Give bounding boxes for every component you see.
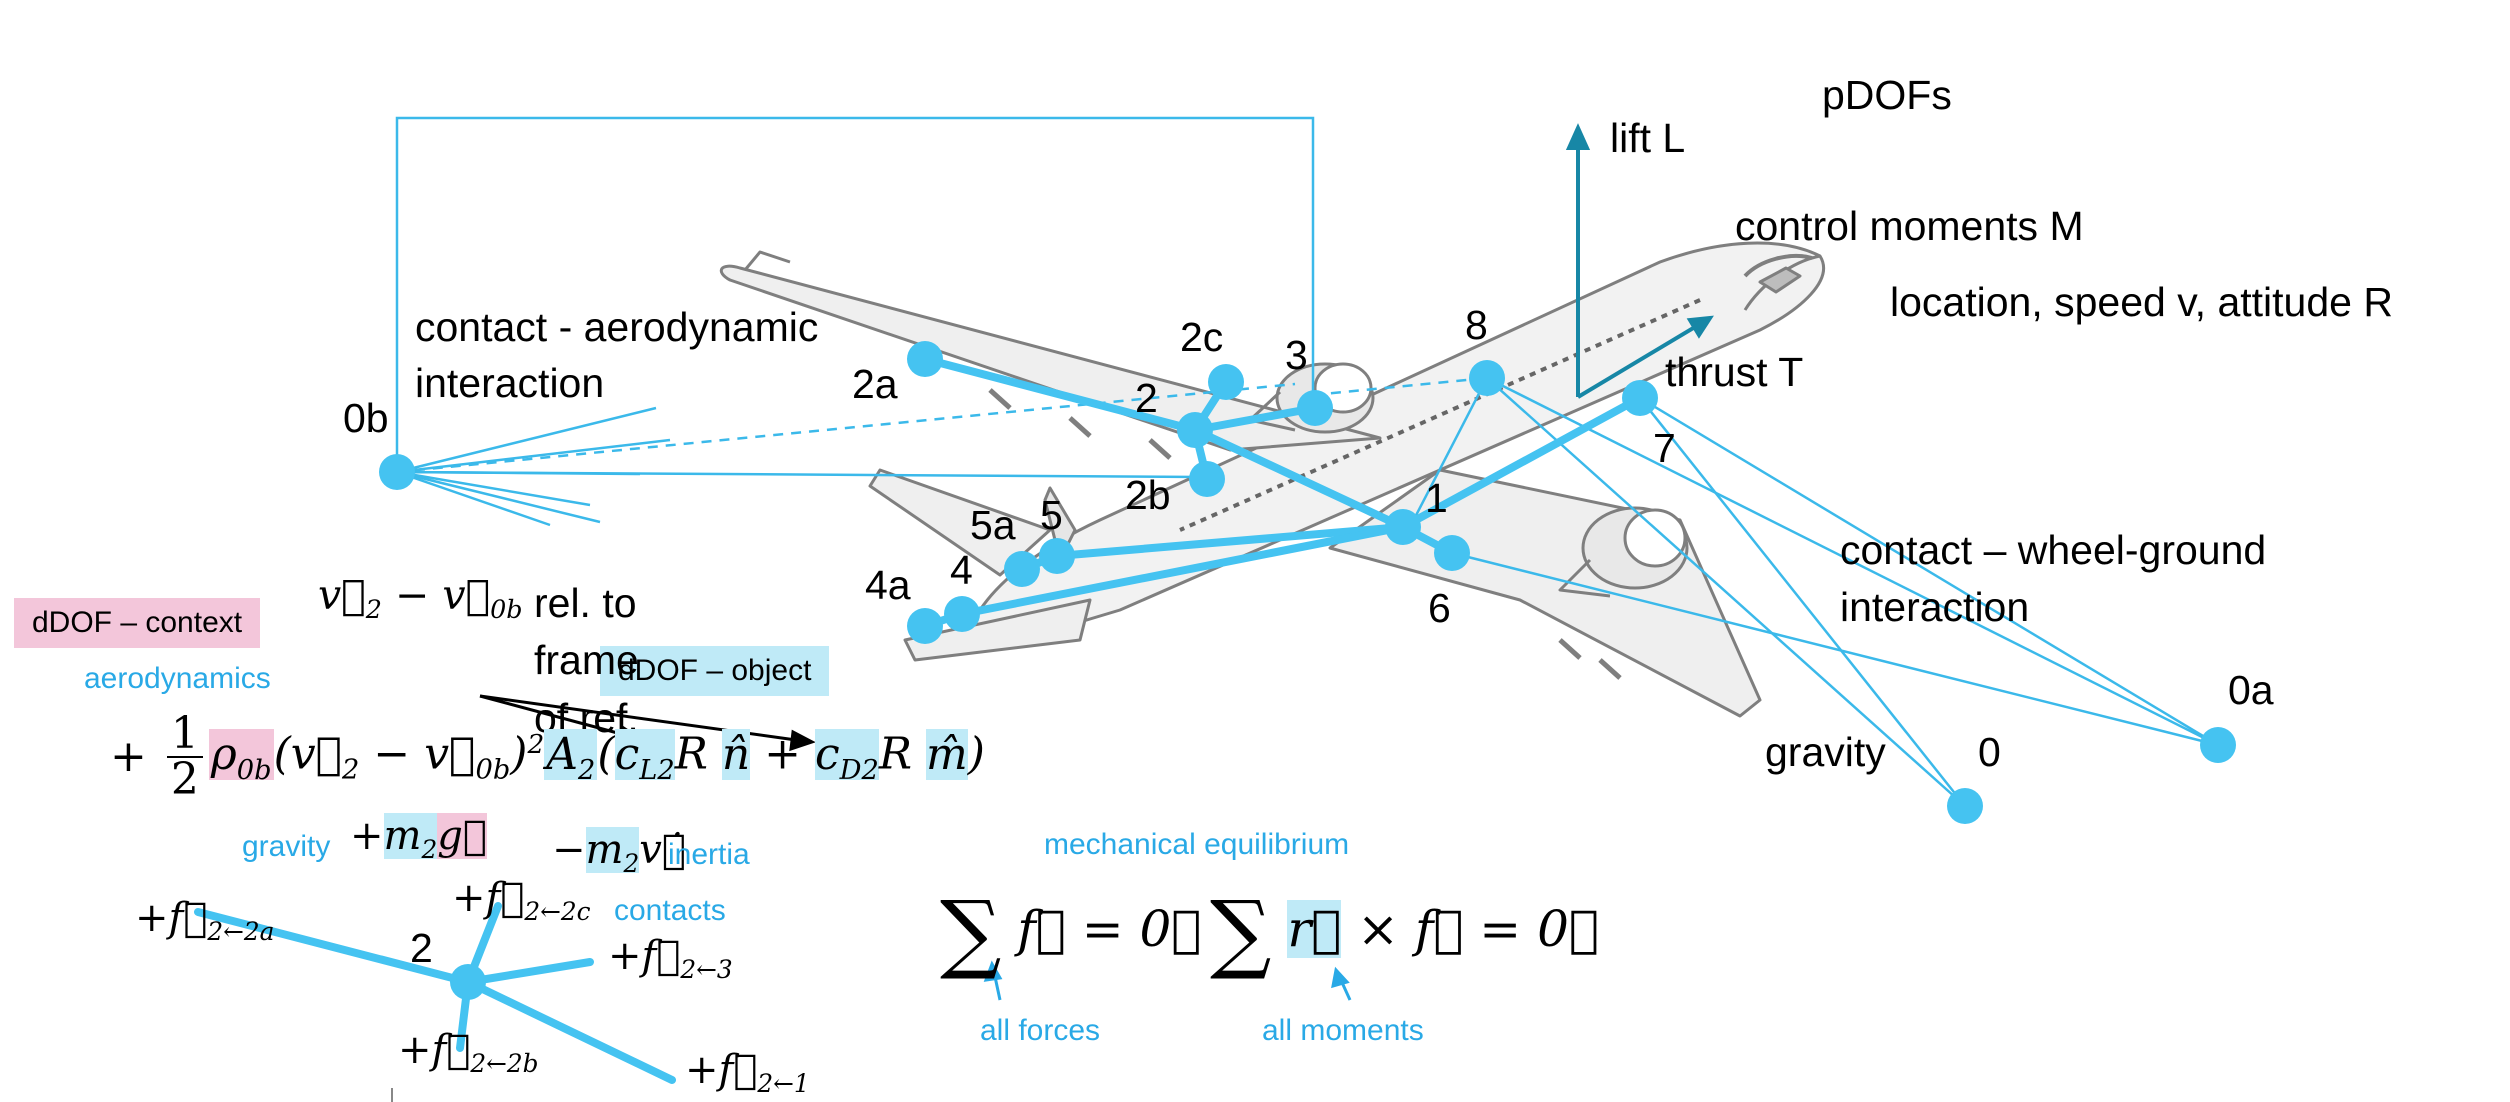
moment-arrow-head xyxy=(1686,315,1714,339)
node-label-5a: 5a xyxy=(970,502,1016,548)
lift-arrow-head xyxy=(1565,123,1591,150)
force-2-1: +f⃗2←1 xyxy=(685,1047,810,1098)
mech-eq-label: mechanical equilibrium xyxy=(1044,828,1350,861)
node-label-0: 0 xyxy=(1978,729,2001,775)
node-2c xyxy=(1208,364,1244,400)
node-4 xyxy=(944,596,980,632)
force-2-2a: +f⃗2←2a xyxy=(135,895,275,946)
node-2b xyxy=(1189,461,1225,497)
node2-free-body xyxy=(194,902,676,1084)
aerodynamics-label: aerodynamics xyxy=(84,662,271,695)
node-label-6: 6 xyxy=(1428,585,1451,631)
node-0 xyxy=(1947,788,1983,824)
inertia-label: inertia xyxy=(668,838,750,871)
node-label-0b: 0b xyxy=(343,395,389,441)
sum-forces-equation: ∑ f⃗ = 0⃗ xyxy=(940,883,1202,983)
node-label-2c: 2c xyxy=(1180,314,1224,360)
node-1 xyxy=(1385,509,1421,545)
pdofs-title: pDOFs xyxy=(1822,72,1952,118)
all-moments-label: all moments xyxy=(1262,1014,1424,1047)
all-forces-label: all forces xyxy=(980,1014,1101,1047)
ddof-context-box: dDOF – context xyxy=(14,598,261,648)
force-2-2c: +f⃗2←2c xyxy=(452,875,591,926)
ddof-object-box: dDOF – object xyxy=(600,646,830,696)
node-label-7: 7 xyxy=(1653,425,1676,471)
node-label-2a: 2a xyxy=(852,361,898,407)
sum-moments-equation: ∑ r⃗ × f⃗ = 0⃗ xyxy=(1210,883,1599,983)
node-5a xyxy=(1004,551,1040,587)
control-moments-label: control moments M xyxy=(1735,203,2084,249)
node-2 xyxy=(1177,412,1213,448)
aero-contact-label: contact - aerodynamic interaction xyxy=(415,304,819,406)
inertia-term: −m2v⃗̇ xyxy=(552,827,686,878)
force-2-3: +f⃗2←3 xyxy=(608,933,733,984)
sum-pointers xyxy=(983,960,1352,1001)
node-4a xyxy=(907,608,943,644)
node-5 xyxy=(1039,538,1075,574)
lift-label: lift L xyxy=(1610,115,1686,161)
node-label-8: 8 xyxy=(1465,302,1488,348)
nodes xyxy=(379,341,2236,824)
aero-contact-lines xyxy=(395,116,1488,527)
free-body-node-label: 2 xyxy=(410,925,433,971)
node-7 xyxy=(1622,380,1658,416)
gravity-label: gravity xyxy=(1765,729,1886,775)
node-3 xyxy=(1297,390,1333,426)
node-0b xyxy=(379,454,415,490)
node-label-5: 5 xyxy=(1040,492,1063,538)
force-2-2b: +f⃗2←2b xyxy=(398,1027,539,1078)
node-label-1: 1 xyxy=(1425,475,1448,521)
force-arrows xyxy=(1565,123,1714,399)
node-label-2: 2 xyxy=(1135,375,1158,421)
ground-contact-lines xyxy=(1408,376,2219,807)
state-label: location, speed v, attitude R xyxy=(1890,279,2393,325)
node-2a xyxy=(907,341,943,377)
node-label-3: 3 xyxy=(1285,332,1308,378)
node-label-4a: 4a xyxy=(865,562,911,608)
contacts-label: contacts xyxy=(614,894,726,927)
node-label-2b: 2b xyxy=(1125,472,1171,518)
node-0a xyxy=(2200,727,2236,763)
node-6 xyxy=(1434,535,1470,571)
thrust-label: thrust T xyxy=(1665,349,1804,395)
gravity-term: +m2g⃗ xyxy=(350,813,487,864)
node-label-0a: 0a xyxy=(2228,667,2274,713)
gravity-eq-label: gravity xyxy=(242,830,331,863)
node-label-4: 4 xyxy=(950,547,973,593)
node-8 xyxy=(1469,360,1505,396)
aero-force-equation: + 1 2 ρ0b(v⃗2 − v⃗0b)2A2(cL2R n̂ + cD2R … xyxy=(110,708,985,805)
wheel-contact-label: contact – wheel-ground interaction xyxy=(1840,527,2267,630)
node2-free-body-center xyxy=(450,964,486,1000)
